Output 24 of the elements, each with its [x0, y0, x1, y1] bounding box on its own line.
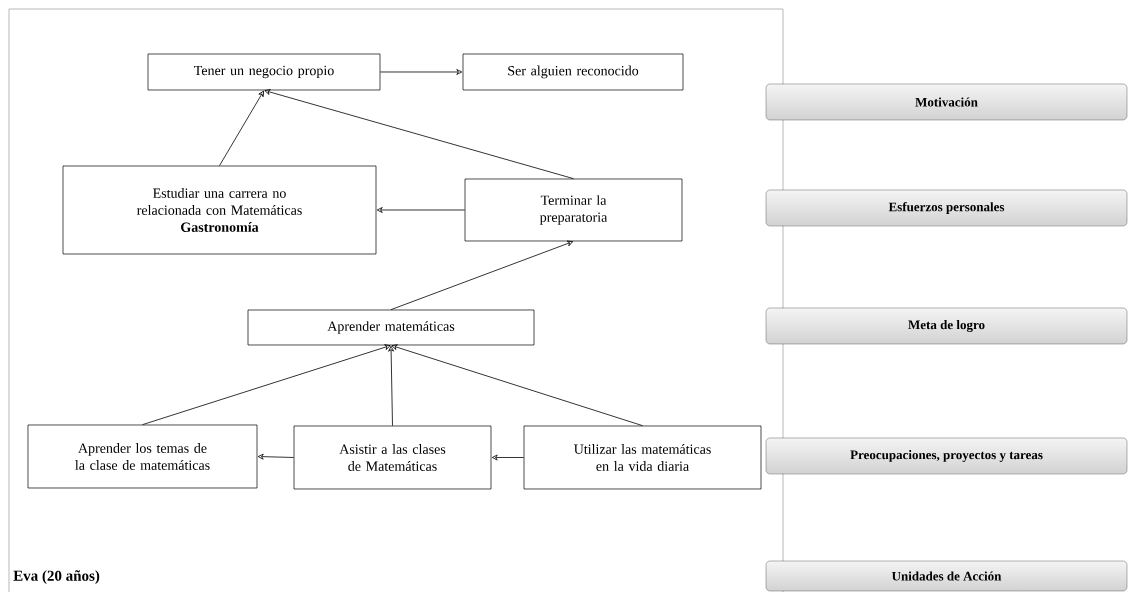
level-band: Esfuerzos personales — [765, 189, 1128, 227]
arrow — [388, 345, 395, 427]
goal-box: Aprender los temas de la clase de matemáticas — [27, 424, 258, 489]
arrow — [219, 90, 264, 167]
arrow — [391, 344, 643, 427]
goal-box: Ser alguien reconocido — [462, 53, 684, 91]
arrow — [376, 207, 466, 213]
person-label: Eva (20 años) — [13, 570, 100, 584]
goal-box: Tener un negocio propio — [147, 53, 381, 91]
arrow — [257, 453, 295, 460]
level-band: Meta de logro — [765, 307, 1128, 345]
goal-box: Terminar la preparatoria — [464, 178, 683, 242]
arrow — [390, 240, 574, 311]
goal-box: Aprender matemáticas — [247, 309, 535, 346]
goal-box: Asistir a las clases de Matemáticas — [293, 425, 492, 490]
arrow — [142, 344, 391, 426]
arrow — [379, 69, 463, 75]
goal-box: Utilizar las matemáticas en la vida diaria — [523, 425, 762, 490]
level-band: Motivación — [765, 83, 1128, 121]
level-band: Preocupaciones, proyectos y tareas — [765, 437, 1128, 475]
goal-box: Estudiar una carrera no relacionada con Matemáticas Gastronomía — [62, 165, 377, 255]
arrow — [491, 454, 525, 461]
arrow — [264, 89, 574, 180]
level-band: Unidades de Acción — [765, 560, 1128, 592]
